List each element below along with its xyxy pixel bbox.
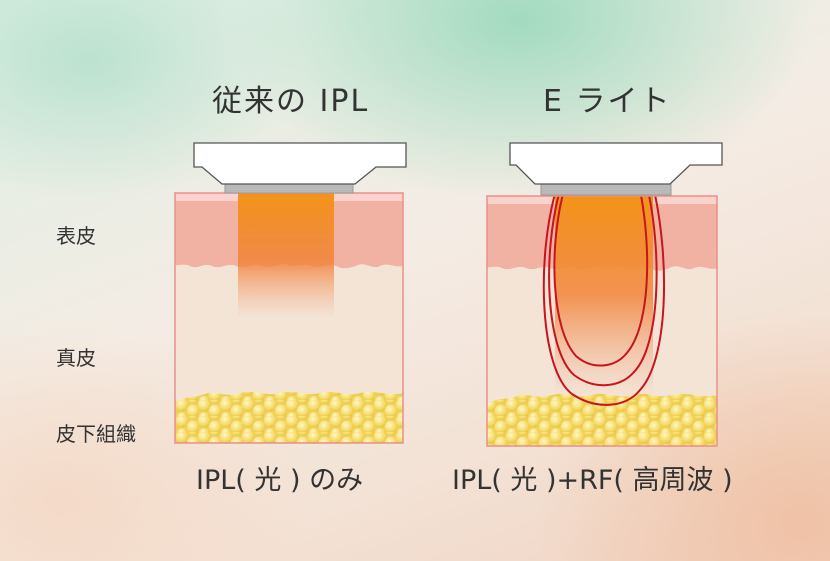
dermis-label: 真皮	[56, 346, 96, 370]
right-box-border	[486, 195, 718, 447]
light-beam-left	[238, 193, 334, 318]
epidermis-label: 表皮	[56, 224, 96, 248]
subcutaneous-label: 皮下組織	[56, 422, 136, 446]
fat-layer-right	[487, 393, 717, 446]
left-skin-box	[175, 193, 403, 443]
handpiece-icon	[193, 142, 407, 194]
fat-layer-left	[175, 391, 403, 443]
light-beam-right	[555, 196, 653, 396]
left-title: 従来の IPL	[212, 84, 370, 119]
right-caption: IPL( 光 )+RF( 高周波 )	[452, 465, 733, 496]
right-title: E ライト	[543, 84, 672, 119]
handpiece-icon	[509, 142, 723, 196]
rf-field-lines	[542, 196, 666, 406]
right-skin-box	[487, 196, 717, 446]
left-caption: IPL( 光 ) のみ	[196, 465, 364, 496]
